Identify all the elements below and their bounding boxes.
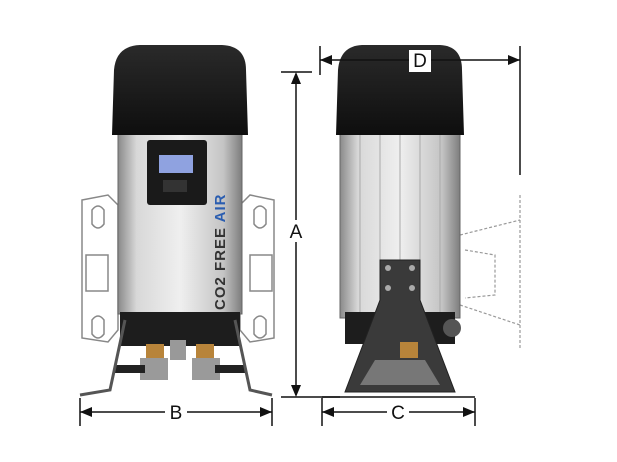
c-label-bg [387, 402, 409, 424]
front-cap [112, 45, 248, 135]
stand-bolts [385, 265, 415, 291]
brand-text: CO2 FREE AIR [212, 194, 229, 310]
a-label-bg [286, 220, 306, 242]
front-fittings [115, 340, 245, 380]
display-screen [159, 155, 193, 173]
brand-main: CO2 FREE [212, 222, 229, 310]
side-cap [336, 45, 464, 135]
dimension-label-d: D [413, 51, 427, 72]
front-view-unit: CO2 FREE AIR [79, 45, 275, 397]
side-knob [443, 319, 461, 337]
stand-cutout [360, 360, 440, 385]
dimension-label-a: A [290, 222, 303, 243]
dimension-label-b: B [170, 403, 183, 424]
front-legs [79, 319, 273, 397]
right-wall-bracket [239, 194, 275, 343]
d-label-bg [409, 50, 431, 72]
brand-accent: AIR [212, 194, 229, 223]
side-mount-stand [344, 259, 456, 393]
side-fitting [400, 342, 418, 358]
dimension-label-c: C [391, 403, 405, 424]
side-view-unit [336, 45, 521, 393]
left-wall-bracket [81, 194, 119, 343]
b-label-bg [165, 402, 187, 424]
display-keypad [163, 180, 187, 192]
side-wall-bracket [459, 195, 521, 350]
